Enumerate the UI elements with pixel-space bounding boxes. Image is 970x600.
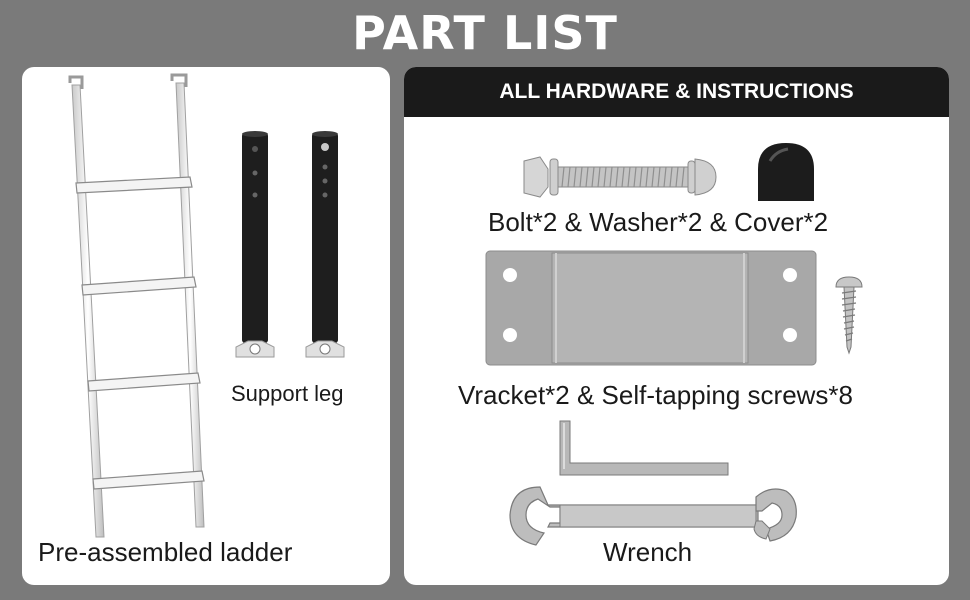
bracket-image <box>485 250 817 366</box>
support-leg-image <box>235 131 345 358</box>
hardware-header: ALL HARDWARE & INSTRUCTIONS <box>404 67 949 117</box>
wrench-label: Wrench <box>603 537 693 567</box>
bolt-label: Bolt*2 & Washer*2 & Cover*2 <box>488 207 829 237</box>
bracket-label: Vracket*2 & Self-tapping screws*8 <box>458 380 854 410</box>
wrench-image <box>509 486 797 546</box>
ladder-image <box>68 73 205 538</box>
self-tapping-screw-image <box>835 276 863 355</box>
hardware-panel: ALL HARDWARE & INSTRUCTIONS Bolt*2 <box>404 67 949 585</box>
cover-cap-image <box>758 143 814 201</box>
hex-key-image <box>559 420 729 476</box>
bolt-image <box>523 156 717 198</box>
ladder-label: Pre-assembled ladder <box>38 537 293 567</box>
ladder-panel: Support leg Pre-assembled ladder <box>22 67 390 585</box>
support-leg-label: Support leg <box>231 381 344 406</box>
page-title: PART LIST <box>352 6 618 60</box>
